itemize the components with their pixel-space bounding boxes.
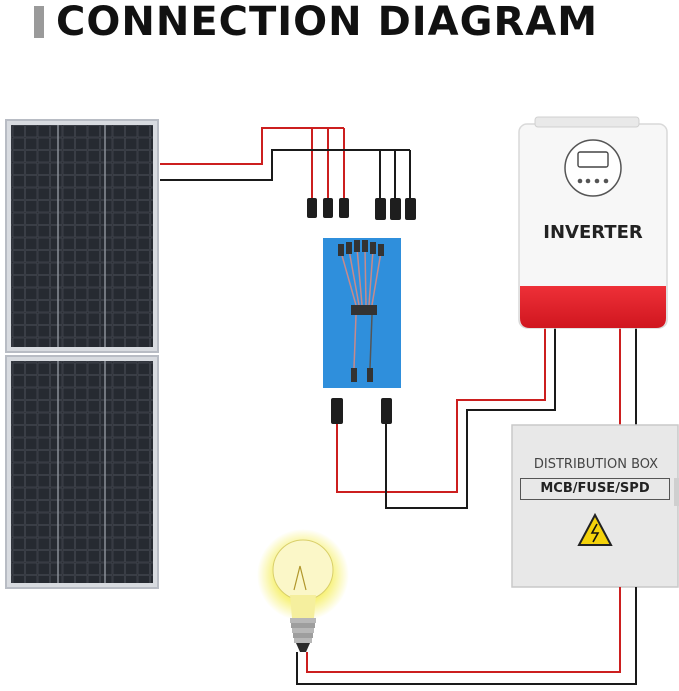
warning-icon: [577, 512, 613, 546]
page-title: CONNECTION DIAGRAM: [56, 0, 599, 45]
ac-wires-inverter: [619, 326, 637, 425]
title-accent-bar: [34, 6, 44, 38]
panel-wires: [160, 127, 411, 198]
distribution-box-icon: [511, 424, 679, 588]
ac-wires-load: [296, 587, 637, 685]
distribution-box-title: DISTRIBUTION BOX: [533, 457, 659, 472]
mc4-connectors-output: [331, 398, 392, 424]
branch-connector-icon: [323, 238, 401, 388]
solar-panel-icon: [5, 355, 159, 589]
inverter-label: INVERTER: [543, 222, 643, 243]
inverter-icon: [518, 116, 668, 329]
light-bulb-icon: [257, 529, 349, 652]
distribution-box-subtitle: MCB/FUSE/SPD: [520, 478, 670, 500]
mc4-connectors-top: [307, 198, 416, 220]
dc-wires: [336, 326, 556, 509]
solar-panel-icon: [5, 119, 159, 353]
